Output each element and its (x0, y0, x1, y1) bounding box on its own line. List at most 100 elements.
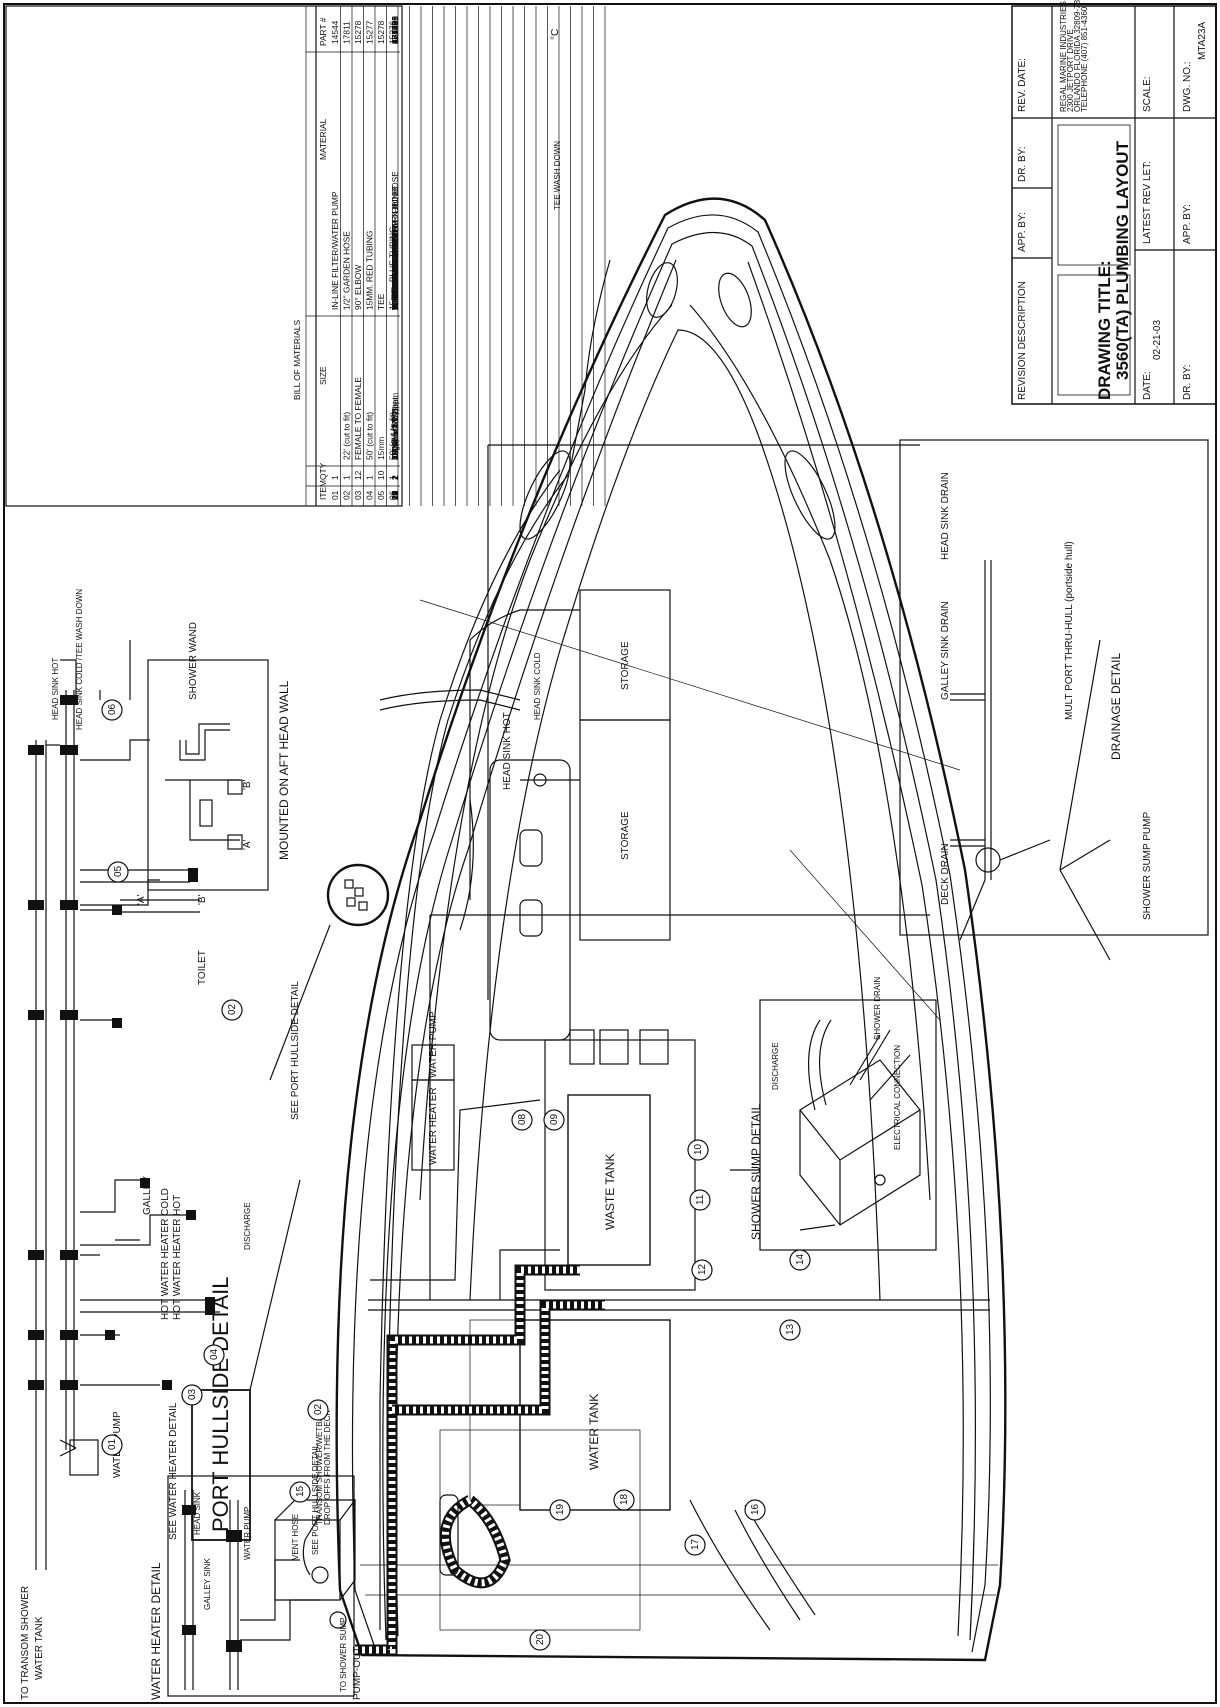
port-hullside-callout (328, 865, 388, 925)
transom-note-2: DROP OFFS FROM THE DECK (323, 1410, 332, 1525)
tb-revision-description: REVISION DESCRIPTION (1017, 281, 1028, 400)
bom-header-part: PART # (318, 17, 328, 46)
marker-a-top: 'A' (136, 894, 147, 905)
boat-hull (337, 199, 1006, 1660)
bom-row-05-part: 15278 (376, 20, 386, 44)
deck-drain-label: DECK DRAIN (940, 843, 951, 905)
bom-row-02-material: 1/2" GARDEN HOSE (342, 231, 352, 310)
mounted-on-aft-head-wall-label: MOUNTED ON AFT HEAD WALL (277, 680, 291, 860)
bom-row-04-item: 04 (365, 490, 375, 500)
head-sink-cold-label: HEAD SINK COLD (533, 652, 542, 720)
bom-row-05-size: 15mm (376, 437, 386, 460)
callout-bubble-12: 12 (692, 1260, 712, 1280)
callout-bubble-16: 16 (745, 1500, 765, 1520)
callout-bubble-18: 18 (614, 1490, 634, 1510)
water-heater-detail-area: WATER HEATER DETAIL HEAD SINK WATER PUMP… (149, 1410, 355, 1700)
bom-row-04-part: 15277 (365, 20, 375, 44)
bom-header-qty: QTY (318, 462, 328, 480)
callout-bubble-01: 01 (102, 1435, 122, 1455)
tb-drawing-title: 3560(TA) PLUMBING LAYOUT (1113, 140, 1132, 380)
tb-date-label: DATE: (1142, 371, 1153, 400)
svg-text:02: 02 (313, 1403, 324, 1415)
bom-row-05-material: TEE (376, 293, 386, 310)
to-shower-sump-label: TO SHOWER SUMP (339, 1617, 348, 1692)
bom-row-02-qty: 1 (342, 475, 352, 480)
tb-latest-rev-label: LATEST REV LET: (1142, 161, 1153, 244)
tb-app-by-2: APP. BY: (1182, 204, 1193, 244)
callout-bubble-11: 11 (690, 1190, 710, 1210)
bom-header-size: SIZE (318, 366, 328, 385)
bom-row-03-qty: 12 (353, 470, 363, 480)
callout-bubble-08: 08 (512, 1110, 532, 1130)
bom-row-04-qty: 1 (365, 475, 375, 480)
svg-text:03: 03 (187, 1388, 198, 1400)
hot-water-heater-cold-label: HOT WATER HEATER COLD (160, 1188, 171, 1320)
svg-text:02: 02 (227, 1003, 238, 1015)
discharge-label: DISCHARGE (243, 1202, 252, 1250)
callout-bubble-02b: 02 (308, 1400, 328, 1420)
svg-text:18: 18 (619, 1493, 630, 1505)
tb-app-by: APP. BY: (1017, 212, 1028, 252)
callout-bubble-03: 03 (182, 1385, 202, 1405)
bom-row-03-size: FEMALE TO FEMALE (353, 377, 363, 460)
callout-bubble-06: 06 (102, 700, 122, 720)
svg-text:05: 05 (113, 865, 124, 877)
bom-title: BILL OF MATERIALS (292, 320, 302, 400)
tb-drawing-title-label: DRAWING TITLE: (1095, 260, 1114, 400)
water-heater-detail-title: WATER HEATER DETAIL (149, 1562, 163, 1700)
bom-row-04-size: 50' (cut to fit) (365, 412, 375, 460)
callout-bubble-13: 13 (780, 1320, 800, 1340)
callout-bubble-05: 05 (108, 862, 128, 882)
shower-wand-inset: SHOWER WAND 'A' 'B' (148, 622, 268, 890)
svg-text:08: 08 (517, 1113, 528, 1125)
svg-text:19: 19 (555, 1503, 566, 1515)
mult-port-thru-hull-label: MULT PORT THRU-HULL (portside hull) (1064, 541, 1075, 720)
tb-dwg-no-label: DWG. NO.: (1182, 61, 1193, 112)
svg-text:06: 06 (107, 703, 118, 715)
title-block: REVISION DESCRIPTION DR. BY: APP. BY: RE… (1012, 0, 1216, 404)
drainage-detail: DRAINAGE DETAIL DECK DRAIN GALLEY SINK D… (900, 440, 1208, 960)
svg-text:09: 09 (549, 1113, 560, 1125)
to-transom-shower-label: TO TRANSOM SHOWER (20, 1586, 31, 1700)
tb-dr-by: DR. BY: (1017, 146, 1028, 182)
tb-dwg-no: MTA23A (1197, 22, 1208, 60)
water-tank-top-label: WATER TANK (34, 1616, 45, 1680)
drainage-detail-title: DRAINAGE DETAIL (1109, 653, 1123, 760)
svg-text:14: 14 (795, 1253, 806, 1265)
storage-forward-label: STORAGE (620, 641, 631, 690)
callout-bubble-17: 17 (685, 1535, 705, 1555)
callout-bubble-14: 14 (790, 1250, 810, 1270)
callout-bubble-19: 19 (550, 1500, 570, 1520)
port-hullside-detail-title: PORT HULLSIDE DETAIL (208, 1276, 233, 1532)
head-sink-drain-label: HEAD SINK DRAIN (940, 472, 951, 560)
svg-text:01: 01 (107, 1438, 118, 1450)
tee-wash-down-label: TEE WASH DOWN (553, 141, 562, 210)
water-pump-label: WATER PUMP (428, 1011, 439, 1078)
waste-hose-pump-out (355, 1270, 605, 1650)
svg-text:13: 13 (785, 1323, 796, 1335)
callout-bubble-02: 02 (222, 1000, 242, 1020)
shower-drain-label: SHOWER DRAIN (873, 977, 882, 1040)
galley-sink-small-label: GALLEY SINK (203, 1557, 212, 1610)
head-sink-hot-label: HEAD SINK HOT (502, 712, 513, 790)
shower-sump-detail-title: SHOWER SUMP DETAIL (749, 1103, 763, 1240)
water-heater-label: WATER HEATER (428, 1087, 439, 1165)
callout-bubble-09: 09 (544, 1110, 564, 1130)
shower-sump-pump-label: SHOWER SUMP PUMP (1142, 812, 1153, 920)
bom-row-03-item: 03 (353, 490, 363, 500)
bom-row-01-material: IN-LINE FILTER/WATER PUMP (330, 191, 340, 310)
callout-bubble-04: 04 (204, 1345, 224, 1365)
svg-text:11: 11 (695, 1194, 706, 1205)
bom-row-02-part: 17811 (342, 21, 352, 44)
tb-rev-date: REV. DATE: (1017, 58, 1028, 112)
hot-water-heater-hot-label: HOT WATER HEATER HOT (172, 1195, 183, 1320)
svg-text:15: 15 (295, 1485, 306, 1497)
bom-row-01-qty: 1 (330, 475, 340, 480)
bom-row-03-material: 90° ELBOW (353, 265, 363, 310)
galley-sink-drain-label: GALLEY SINK DRAIN (940, 601, 951, 700)
tb-date-value: 02-21-03 (1152, 320, 1163, 360)
marker-b-inset: 'B' (242, 779, 253, 790)
head-sink-cold-tee-label: HEAD SINK COLD /TEE WASH DOWN (75, 589, 84, 730)
storage-aft-label: STORAGE (620, 811, 631, 860)
sheet-border (4, 4, 1216, 1703)
